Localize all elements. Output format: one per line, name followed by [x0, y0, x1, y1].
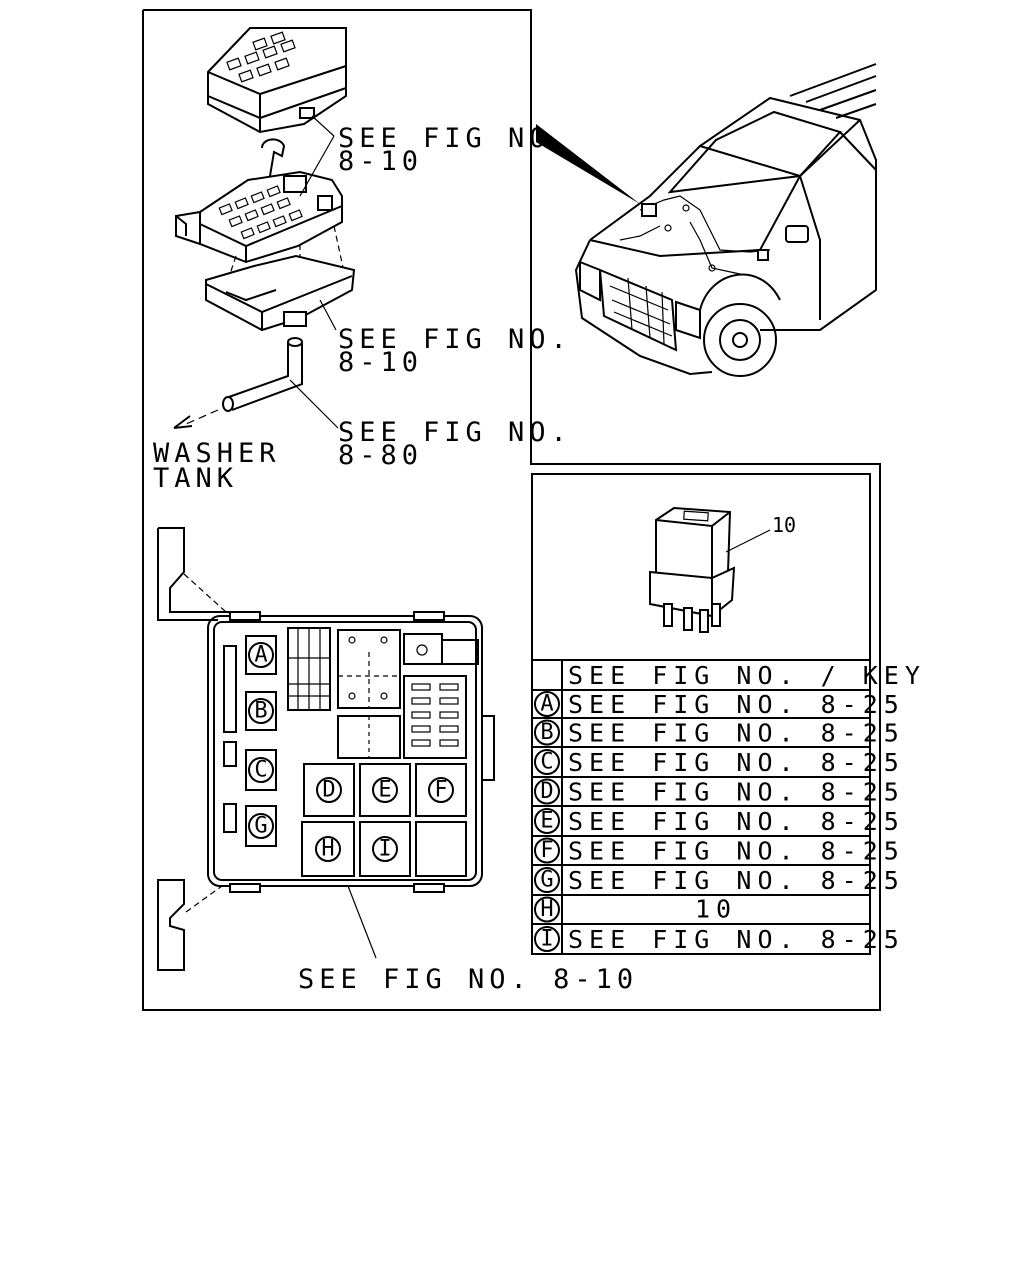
- key-table-row-key: D: [540, 779, 553, 804]
- key-table-row-ref: SEE FIG NO. 8-25: [568, 690, 905, 719]
- fuse-slot-circle: [428, 777, 454, 803]
- key-table-row-marker: [534, 896, 560, 923]
- key-table-row-key: G: [540, 868, 553, 893]
- callout-hose-line2: 8-80: [338, 440, 423, 471]
- fuse-slot-circle: [248, 698, 274, 724]
- key-table-row-marker: [534, 926, 560, 952]
- fuse-slot-circle: [372, 836, 398, 862]
- key-table-row-ref: SEE FIG NO. 8-25: [568, 925, 905, 954]
- key-table-row-marker: [534, 691, 560, 717]
- callout-middle-line2: 8-10: [338, 347, 423, 378]
- fuse-box-top-view: [157, 527, 495, 971]
- key-table-row-key: B: [540, 720, 553, 745]
- fuse-slot-circle: [315, 836, 341, 862]
- fuse-slot-labels: A B C D E F G H I: [248, 642, 454, 862]
- key-table-row-ref: SEE FIG NO. 8-25: [568, 837, 905, 866]
- key-table-row-ref: SEE FIG NO. 8-25: [568, 748, 905, 777]
- washer-tank-line2: TANK: [153, 463, 238, 494]
- fuse-box-cover-illustration: [207, 27, 347, 134]
- callout-top-line2: 8-10: [338, 146, 423, 177]
- vehicle-illustration: [536, 63, 877, 377]
- fuse-box-base-illustration: [205, 254, 356, 332]
- key-table-row-key: E: [540, 809, 553, 834]
- key-table-row-marker: [534, 867, 560, 893]
- key-table-row-ref: 10: [695, 895, 737, 924]
- fuse-slot-letter: A: [254, 643, 267, 668]
- key-table-row-ref: SEE FIG NO. 8-25: [568, 778, 905, 807]
- callout-bottom: SEE FIG NO. 8-10: [298, 964, 638, 995]
- fuse-slot-letter: B: [254, 699, 267, 724]
- fuse-slot-letter: F: [434, 778, 447, 803]
- washer-hose-illustration: [173, 337, 303, 429]
- fuse-slot-circle: [248, 757, 274, 783]
- washer-tank-line1: WASHER: [153, 438, 281, 469]
- key-table-row-key: I: [540, 927, 553, 952]
- fuse-slot-circle: [248, 642, 274, 668]
- key-table-row-key: F: [540, 838, 553, 863]
- relay-part-number: 10: [772, 513, 796, 537]
- key-table-row-ref: SEE FIG NO. 8-25: [568, 866, 905, 895]
- key-table-row-key: C: [540, 750, 553, 775]
- key-table-row-marker: [534, 719, 560, 746]
- key-table-row-marker: [534, 749, 560, 775]
- key-table-header: SEE FIG NO. / KEY: [568, 661, 926, 690]
- callout-middle-line1: SEE FIG NO.: [338, 324, 572, 355]
- relay-illustration: [649, 506, 771, 633]
- fuse-slot-circle: [372, 777, 398, 803]
- key-table-row-marker: [534, 778, 560, 805]
- fuse-slot-circle: [316, 777, 342, 803]
- fuse-slot-letter: H: [321, 837, 334, 862]
- key-table-row-key: H: [540, 897, 553, 922]
- fuse-slot-circle: [248, 813, 274, 839]
- outer-frame: [142, 9, 881, 1011]
- callout-top-line1: SEE FIG NO.: [338, 123, 572, 154]
- fuse-slot-letter: I: [378, 837, 391, 862]
- callout-hose-line1: SEE FIG NO.: [338, 417, 572, 448]
- fuse-slot-letter: E: [378, 778, 391, 803]
- fuse-slot-letter: D: [322, 778, 335, 803]
- key-table-row-key: A: [540, 692, 553, 717]
- leader-lines: [289, 115, 339, 429]
- key-table-row-ref: SEE FIG NO. 8-25: [568, 807, 905, 836]
- fuse-slot-letter: G: [254, 814, 267, 839]
- fuse-slot-letter: C: [254, 758, 267, 783]
- key-table-row-ref: SEE FIG NO. 8-25: [568, 719, 905, 748]
- key-table-row-marker: [534, 837, 560, 864]
- key-table-row-marker: [534, 808, 560, 834]
